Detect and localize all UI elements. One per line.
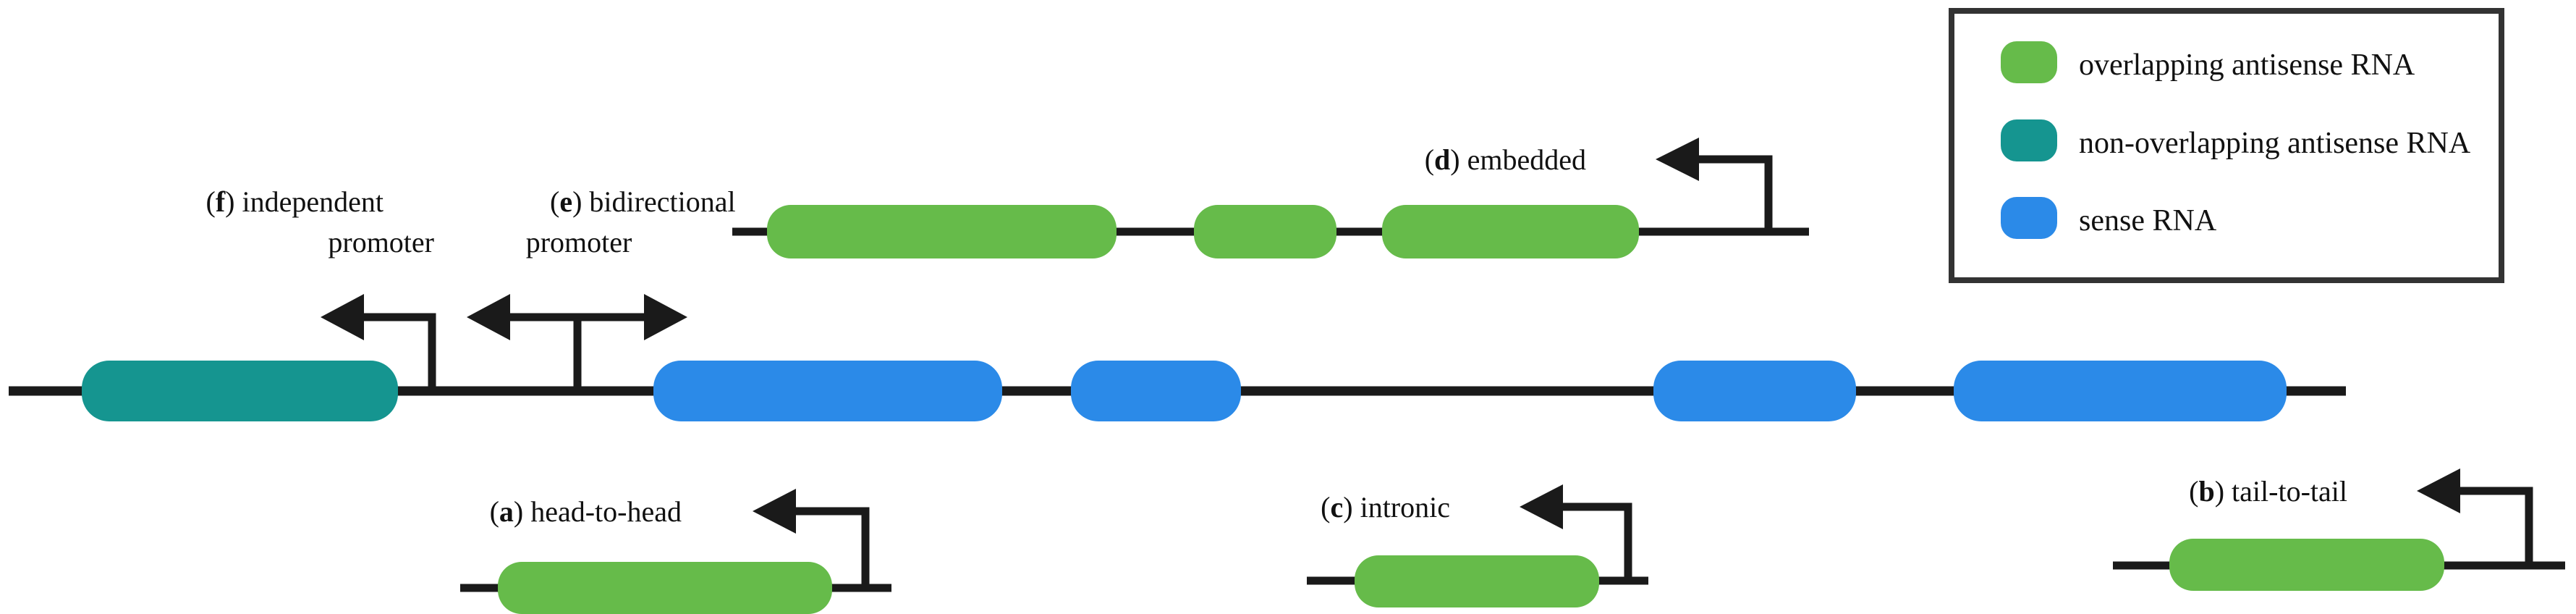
label-head-to-head-text: head-to-head xyxy=(530,495,682,528)
intronic-arrow-line xyxy=(1541,502,1632,581)
embedded-antisense-exon-3 xyxy=(1382,205,1639,258)
embedded-antisense-exon-2 xyxy=(1194,205,1336,258)
tail-to-tail-antisense-exon xyxy=(2169,539,2444,591)
legend-swatch-overlapping-antisense-icon xyxy=(2001,41,2057,83)
label-independent-promoter-line2: promoter xyxy=(328,226,434,258)
label-bidirectional-promoter-tag: e xyxy=(559,185,572,218)
label-bidirectional-promoter-text1: bidirectional xyxy=(589,185,735,218)
label-tail-to-tail-text: tail-to-tail xyxy=(2232,475,2347,508)
intronic-antisense-exon xyxy=(1355,555,1599,607)
label-tail-to-tail-tag: b xyxy=(2198,475,2214,508)
track-intronic: (c) intronic xyxy=(1255,484,1648,607)
legend-label-sense: sense RNA xyxy=(2079,204,2217,237)
sense-exon-2 xyxy=(1071,361,1241,421)
track-tail-to-tail: (b) tail-to-tail xyxy=(2113,468,2565,591)
label-embedded: (d) embedded xyxy=(1360,143,1637,176)
label-bidirectional-promoter-line1: (e) bidirectional xyxy=(485,185,787,218)
label-intronic: (c) intronic xyxy=(1255,491,1501,523)
label-independent-promoter-tag: f xyxy=(216,185,226,218)
track-head-to-head: (a) head-to-head xyxy=(425,489,891,614)
track-embedded: (d) embedded xyxy=(732,138,1809,258)
label-independent-promoter-line1: (f) independent xyxy=(141,185,434,218)
legend: overlapping antisense RNA non-overlappin… xyxy=(1949,8,2504,283)
head-to-head-arrow-line xyxy=(776,507,870,588)
non-overlapping-antisense-exon xyxy=(82,361,398,421)
label-embedded-tag: d xyxy=(1434,143,1450,176)
sense-exon-1 xyxy=(653,361,1002,421)
label-embedded-text: embedded xyxy=(1467,143,1586,176)
legend-label-overlapping-antisense: overlapping antisense RNA xyxy=(2079,49,2415,82)
intronic-arrowhead-icon xyxy=(1520,484,1563,529)
label-head-to-head: (a) head-to-head xyxy=(425,495,732,528)
label-independent-promoter-text1: independent xyxy=(242,185,384,218)
label-bidirectional-promoter-line2: promoter xyxy=(526,226,632,258)
promoter-arrows: (f) independent promoter (e) bidirection… xyxy=(141,185,787,391)
head-to-head-arrowhead-icon xyxy=(753,489,796,534)
embedded-antisense-exon-1 xyxy=(767,205,1117,258)
label-head-to-head-tag: a xyxy=(499,495,514,528)
legend-label-non-overlapping-antisense: non-overlapping antisense RNA xyxy=(2079,127,2471,160)
head-to-head-antisense-exon xyxy=(498,562,832,614)
embedded-arrow-line xyxy=(1677,155,1773,232)
independent-promoter-line xyxy=(347,313,436,391)
sense-exon-3 xyxy=(1653,361,1856,421)
sense-exon-4 xyxy=(1954,361,2287,421)
independent-promoter-arrowhead-icon xyxy=(321,294,364,340)
embedded-arrowhead-icon xyxy=(1656,138,1699,181)
legend-swatch-non-overlapping-antisense-icon xyxy=(2001,119,2057,161)
tail-to-tail-arrowhead-icon xyxy=(2417,468,2460,513)
bidirectional-promoter-right-arrowhead-icon xyxy=(644,294,687,340)
tail-to-tail-arrow-line xyxy=(2440,487,2533,565)
bidirectional-promoter-left-arrowhead-icon xyxy=(467,294,510,340)
label-tail-to-tail: (b) tail-to-tail xyxy=(2124,475,2398,508)
legend-swatch-sense-icon xyxy=(2001,197,2057,239)
label-intronic-tag: c xyxy=(1330,491,1343,523)
track-main xyxy=(9,361,2346,421)
label-intronic-text: intronic xyxy=(1360,491,1450,523)
